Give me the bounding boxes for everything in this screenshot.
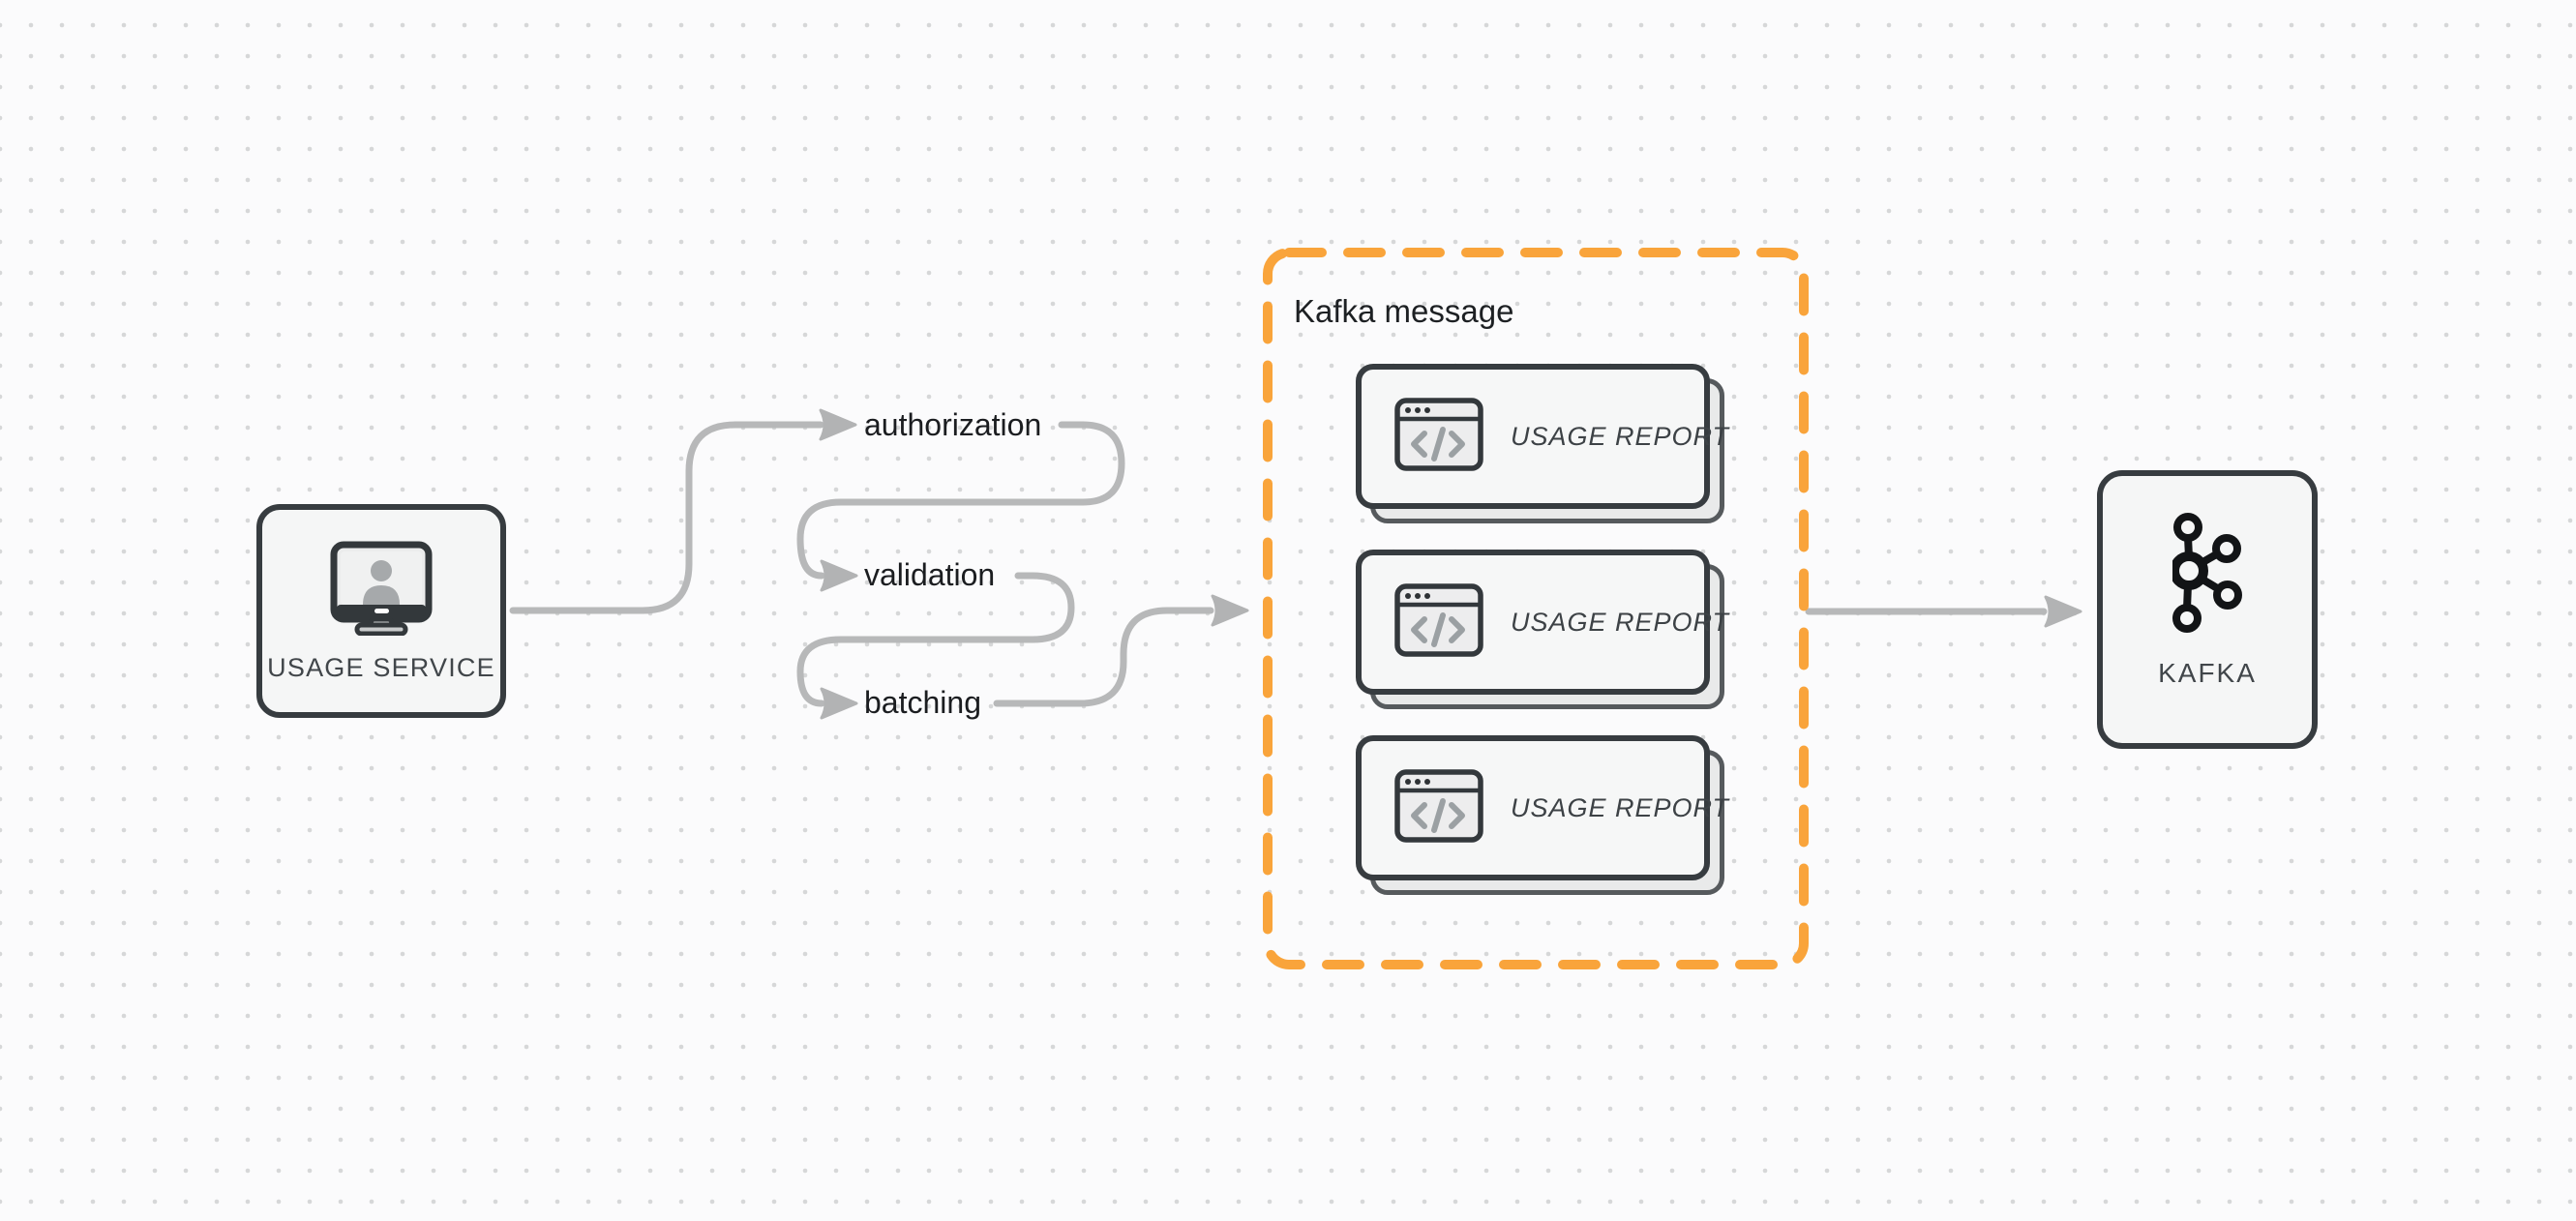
step-label-batching: batching — [864, 684, 981, 720]
usage-report-label: USAGE REPORT — [1511, 792, 1730, 822]
flow-line-batching-to-kafka-message — [993, 607, 1214, 707]
usage-report-card: USAGE REPORT — [1356, 364, 1728, 523]
usage-report-label: USAGE REPORT — [1511, 607, 1730, 637]
arrowhead-into-kafka — [2044, 595, 2082, 628]
flow-line-usage-to-authorization — [509, 421, 824, 614]
kafka-message-group-title: Kafka message — [1294, 293, 1514, 329]
usage-service-node: USAGE SERVICE — [256, 504, 506, 718]
monitor-user-icon — [324, 539, 438, 636]
kafka-node: KAFKA — [2097, 470, 2318, 749]
step-label-validation: validation — [864, 556, 996, 592]
usage-report-card: USAGE REPORT — [1356, 735, 1728, 895]
arrowhead-authorization — [819, 408, 857, 441]
kafka-logo-icon — [2172, 511, 2242, 635]
code-window-icon — [1394, 768, 1483, 848]
code-window-icon — [1394, 397, 1483, 476]
kafka-message-dashed-border — [1263, 248, 1809, 969]
arrowhead-batching — [820, 687, 858, 720]
step-label-authorization: authorization — [864, 406, 1042, 442]
arrowhead-into-kafka-message — [1211, 594, 1249, 627]
usage-service-label: USAGE SERVICE — [267, 653, 495, 682]
flow-line-authorization-to-validation — [796, 421, 1125, 580]
usage-report-label: USAGE REPORT — [1511, 421, 1730, 451]
code-window-icon — [1394, 582, 1483, 662]
usage-report-card: USAGE REPORT — [1356, 550, 1728, 709]
flow-line-validation-to-batching — [796, 572, 1075, 707]
arrowhead-validation — [820, 559, 858, 592]
kafka-label: KAFKA — [2158, 658, 2257, 688]
